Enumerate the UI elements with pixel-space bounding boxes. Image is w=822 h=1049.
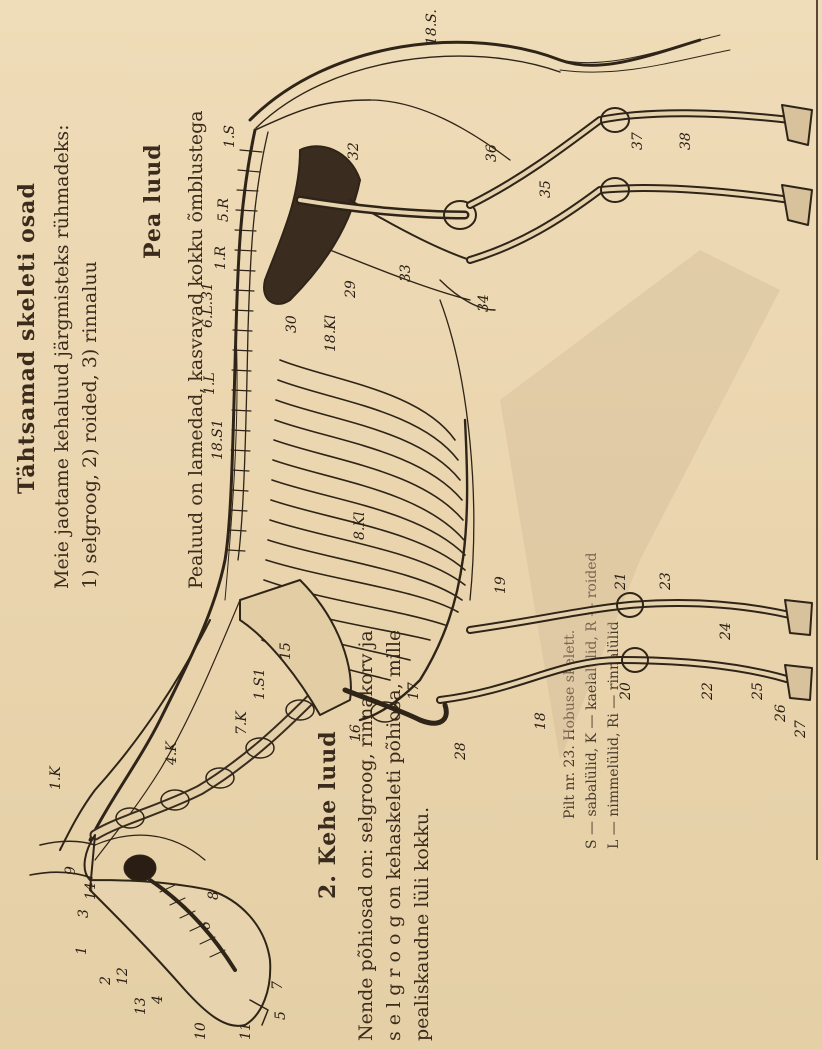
label-34: 34 bbox=[476, 294, 492, 312]
label-30: 30 bbox=[284, 315, 300, 333]
label-1: 1 bbox=[74, 946, 90, 955]
label-18: 18 bbox=[533, 712, 549, 730]
label-12: 12 bbox=[115, 967, 131, 985]
label-1K: 1.K bbox=[48, 765, 64, 790]
label-13: 13 bbox=[133, 997, 149, 1015]
label-8: 8 bbox=[206, 891, 222, 900]
label-18Kl: 18.Kl bbox=[323, 315, 339, 352]
label-10: 10 bbox=[193, 1022, 209, 1040]
label-36: 36 bbox=[484, 144, 500, 162]
label-37: 37 bbox=[630, 132, 646, 150]
label-2: 2 bbox=[98, 976, 114, 986]
label-27: 27 bbox=[793, 720, 809, 739]
label-33: 33 bbox=[398, 264, 414, 282]
label-5: 5 bbox=[273, 1011, 289, 1020]
label-6L: 6.L. bbox=[200, 301, 216, 328]
label-20: 20 bbox=[618, 682, 634, 701]
label-1S: 1.S bbox=[222, 125, 238, 148]
label-4: 4 bbox=[150, 995, 166, 1005]
label-1L: 1.L bbox=[202, 372, 218, 395]
label-17: 17 bbox=[406, 682, 422, 700]
label-26: 26 bbox=[773, 704, 789, 723]
label-16: 16 bbox=[348, 724, 364, 742]
label-14: 14 bbox=[83, 882, 99, 900]
label-5R: 5.R bbox=[216, 198, 232, 222]
label-1R: 1.R bbox=[213, 246, 229, 270]
label-35: 35 bbox=[538, 180, 554, 198]
label-9: 9 bbox=[63, 866, 79, 875]
label-19: 19 bbox=[493, 576, 509, 594]
label-7: 7 bbox=[270, 981, 286, 990]
label-3: 3 bbox=[76, 909, 92, 918]
label-21: 21 bbox=[613, 572, 629, 591]
label-11: 11 bbox=[238, 1022, 254, 1040]
label-1S1: 1.S1 bbox=[252, 668, 268, 700]
label-4K: 4.K bbox=[164, 740, 180, 766]
label-31: 31 bbox=[200, 282, 216, 300]
label-32: 32 bbox=[346, 142, 362, 160]
label-28: 28 bbox=[453, 742, 469, 761]
label-18S: 18.S. bbox=[424, 9, 440, 45]
label-8Kl: 8.Kl bbox=[352, 512, 368, 540]
label-23: 23 bbox=[658, 572, 674, 591]
label-22: 22 bbox=[700, 682, 716, 701]
label-38: 38 bbox=[678, 132, 694, 150]
label-29: 29 bbox=[343, 280, 359, 299]
label-6: 6 bbox=[198, 921, 214, 930]
label-25: 25 bbox=[750, 682, 766, 701]
label-18S1: 18.S1 bbox=[210, 419, 226, 460]
label-7K: 7.K bbox=[234, 710, 250, 735]
label-24: 24 bbox=[718, 622, 734, 641]
label-15: 15 bbox=[278, 642, 294, 660]
